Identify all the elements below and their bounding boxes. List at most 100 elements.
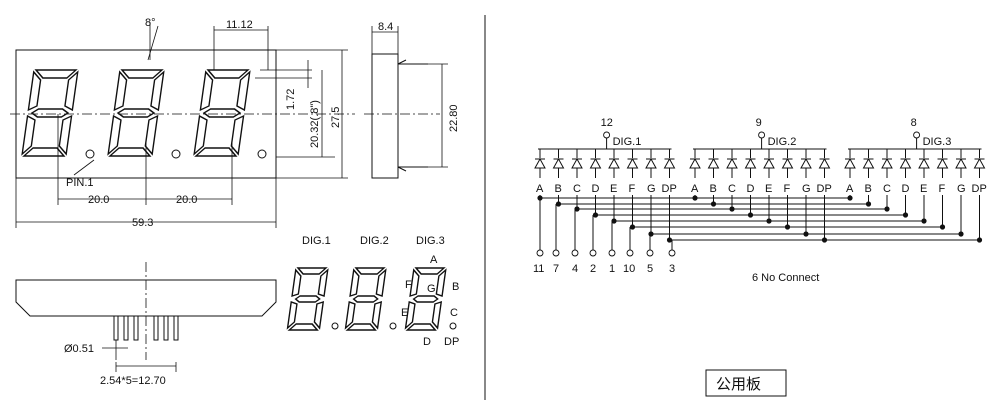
segmap-label-f: F bbox=[405, 279, 412, 291]
bottom-pin-number: 3 bbox=[669, 263, 675, 275]
digit-1-label: DIG.1 bbox=[613, 136, 642, 148]
common-label-text: 公用板 bbox=[716, 375, 761, 393]
diode-symbol bbox=[589, 157, 602, 169]
digit-2-common-pin bbox=[758, 131, 766, 139]
digit-2-pin-number: 9 bbox=[756, 117, 762, 129]
segmap-dig1-label: DIG.1 bbox=[302, 235, 331, 247]
diode-symbol bbox=[818, 157, 831, 169]
segmap-digit-3 bbox=[404, 267, 447, 331]
bottom-pin-number: 7 bbox=[553, 263, 559, 275]
diode-symbol bbox=[534, 157, 546, 169]
segment-label-b: B bbox=[710, 183, 717, 195]
segment-label-a: A bbox=[536, 183, 544, 195]
bottom-pin-number: 10 bbox=[623, 263, 635, 275]
front-digit-1 bbox=[21, 69, 79, 157]
segment-label-e: E bbox=[920, 183, 927, 195]
bottom-pin bbox=[626, 249, 634, 257]
digit-3-pin-number: 8 bbox=[911, 117, 917, 129]
pin1-leader bbox=[73, 159, 95, 176]
segmap-dig3-label: DIG.3 bbox=[416, 235, 445, 247]
diode-symbol bbox=[645, 157, 657, 169]
bottom-pin bbox=[552, 249, 560, 257]
no-connect-note: 6 No Connect bbox=[752, 272, 819, 284]
dim-11-12-label: 11.12 bbox=[226, 19, 253, 31]
diode-symbol bbox=[726, 157, 738, 169]
segment-label-c: C bbox=[728, 183, 736, 195]
dim-27-5-label: 27.5 bbox=[330, 107, 342, 128]
bottom-pin bbox=[668, 249, 676, 257]
digit-1-pin-number: 12 bbox=[601, 117, 613, 129]
diode-symbol bbox=[800, 157, 812, 169]
segment-label-b: B bbox=[865, 183, 872, 195]
dim-22-80-label: 22.80 bbox=[448, 104, 460, 132]
bottom-pin bbox=[571, 249, 579, 257]
segment-label-e: E bbox=[765, 183, 772, 195]
bottom-pin-number: 1 bbox=[609, 263, 615, 275]
diode-symbol bbox=[862, 157, 875, 169]
segmap-label-c: C bbox=[450, 307, 458, 319]
segment-label-dp: DP bbox=[662, 183, 677, 195]
common-label-box bbox=[705, 369, 787, 397]
diode-symbol bbox=[918, 157, 930, 169]
dim-8-4-label: 8.4 bbox=[378, 21, 393, 33]
side-pin-top-bend bbox=[397, 59, 407, 65]
side-body bbox=[371, 53, 399, 179]
front-digit-2 bbox=[107, 69, 165, 157]
diode-symbol bbox=[608, 157, 620, 169]
bottom-pin bbox=[646, 249, 654, 257]
pin1-label: PIN.1 bbox=[66, 177, 94, 189]
segmap-digit-1 bbox=[286, 267, 329, 331]
segmap-label-a: A bbox=[430, 254, 438, 266]
segmap-label-g: G bbox=[427, 283, 436, 295]
diode-symbol bbox=[781, 157, 794, 169]
dim-pitch-label: 2.54*5=12.70 bbox=[100, 375, 166, 387]
bottom-pin bbox=[589, 249, 597, 257]
digit-3-label: DIG.3 bbox=[923, 136, 952, 148]
segment-label-dp: DP bbox=[972, 183, 987, 195]
dim-59-3-label: 59.3 bbox=[132, 217, 153, 229]
side-view: 8.4 22.80 bbox=[364, 21, 460, 179]
segmap-label-b: B bbox=[452, 281, 459, 293]
dim-8deg-label: 8° bbox=[145, 17, 156, 29]
diode-symbol bbox=[689, 157, 701, 169]
segment-label-a: A bbox=[691, 183, 699, 195]
segment-label-g: G bbox=[957, 183, 966, 195]
segment-label-b: B bbox=[555, 183, 562, 195]
segment-label-d: D bbox=[592, 183, 600, 195]
bottom-pin-number: 5 bbox=[647, 263, 653, 275]
diode-symbol bbox=[744, 157, 757, 169]
segment-label-d: D bbox=[747, 183, 755, 195]
segmap-dig2-label: DIG.2 bbox=[360, 235, 389, 247]
bottom-pin-number: 2 bbox=[590, 263, 596, 275]
dim-1-72-label: 1.72 bbox=[285, 89, 297, 110]
front-dp-2 bbox=[171, 149, 181, 159]
bottom-pin-number: 4 bbox=[572, 263, 578, 275]
segment-label-g: G bbox=[802, 183, 811, 195]
diode-symbol bbox=[707, 157, 720, 169]
diode-symbol bbox=[899, 157, 912, 169]
front-view: 8° 11.12 1.72 20.32(.8") 27.5 PIN.1 20.0… bbox=[10, 17, 355, 229]
segmap-label-dp: DP bbox=[444, 336, 459, 348]
segmap-digit-2 bbox=[344, 267, 387, 331]
segment-label-g: G bbox=[647, 183, 656, 195]
segment-map: DIG.1 DIG.2 DIG.3 bbox=[286, 235, 459, 348]
diode-symbol bbox=[936, 157, 949, 169]
digit-1-common-pin bbox=[603, 131, 611, 139]
dim-8deg-line bbox=[147, 25, 159, 61]
diode-symbol bbox=[763, 157, 775, 169]
segmap-label-e: E bbox=[401, 307, 408, 319]
diode-symbol bbox=[973, 157, 986, 169]
segment-label-e: E bbox=[610, 183, 617, 195]
dim-pin-dia-label: Ø0.51 bbox=[64, 343, 94, 355]
digit-2-label: DIG.2 bbox=[768, 136, 797, 148]
diode-symbol bbox=[881, 157, 893, 169]
diode-symbol bbox=[571, 157, 583, 169]
side-pin-bottom-bend bbox=[397, 166, 407, 172]
front-dp-3 bbox=[257, 149, 267, 159]
diode-symbol bbox=[663, 157, 676, 169]
dim-20-0-b-label: 20.0 bbox=[176, 194, 197, 206]
segment-label-c: C bbox=[883, 183, 891, 195]
